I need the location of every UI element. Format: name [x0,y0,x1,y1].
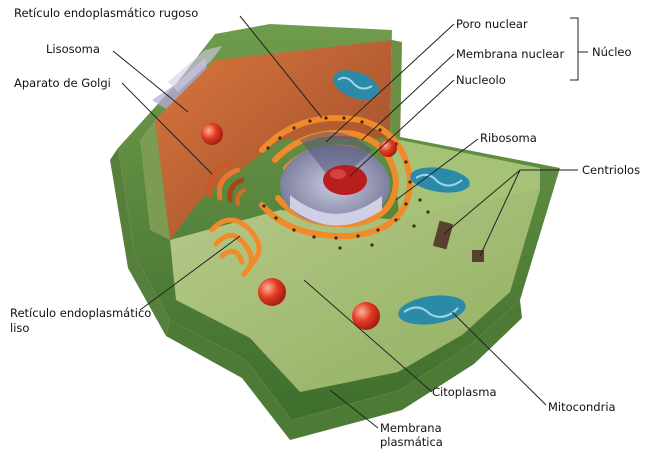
label-nucleolo: Nucleolo [456,73,506,87]
label-centriolos: Centriolos [582,163,640,177]
label-lisosoma: Lisosoma [46,42,100,56]
label-nucleo: Núcleo [592,45,632,59]
label-reticulo-liso-line2: liso [10,321,29,335]
label-membrana-nuclear: Membrana nuclear [456,47,564,61]
label-membrana-plasmatica-line1: Membrana [380,421,442,435]
label-ribosoma: Ribosoma [480,131,537,145]
label-poro-nuclear: Poro nuclear [456,17,528,31]
label-reticulo-rugoso: Retículo endoplasmático rugoso [14,6,198,20]
nucleolus-shape [323,165,367,195]
label-citoplasma: Citoplasma [432,385,497,399]
label-reticulo-liso-line1: Retículo endoplasmático [10,306,151,320]
label-aparato-golgi: Aparato de Golgi [14,76,111,90]
label-mitocondria: Mitocondria [548,400,616,414]
label-membrana-plasmatica-line2: plasmática [380,435,443,449]
